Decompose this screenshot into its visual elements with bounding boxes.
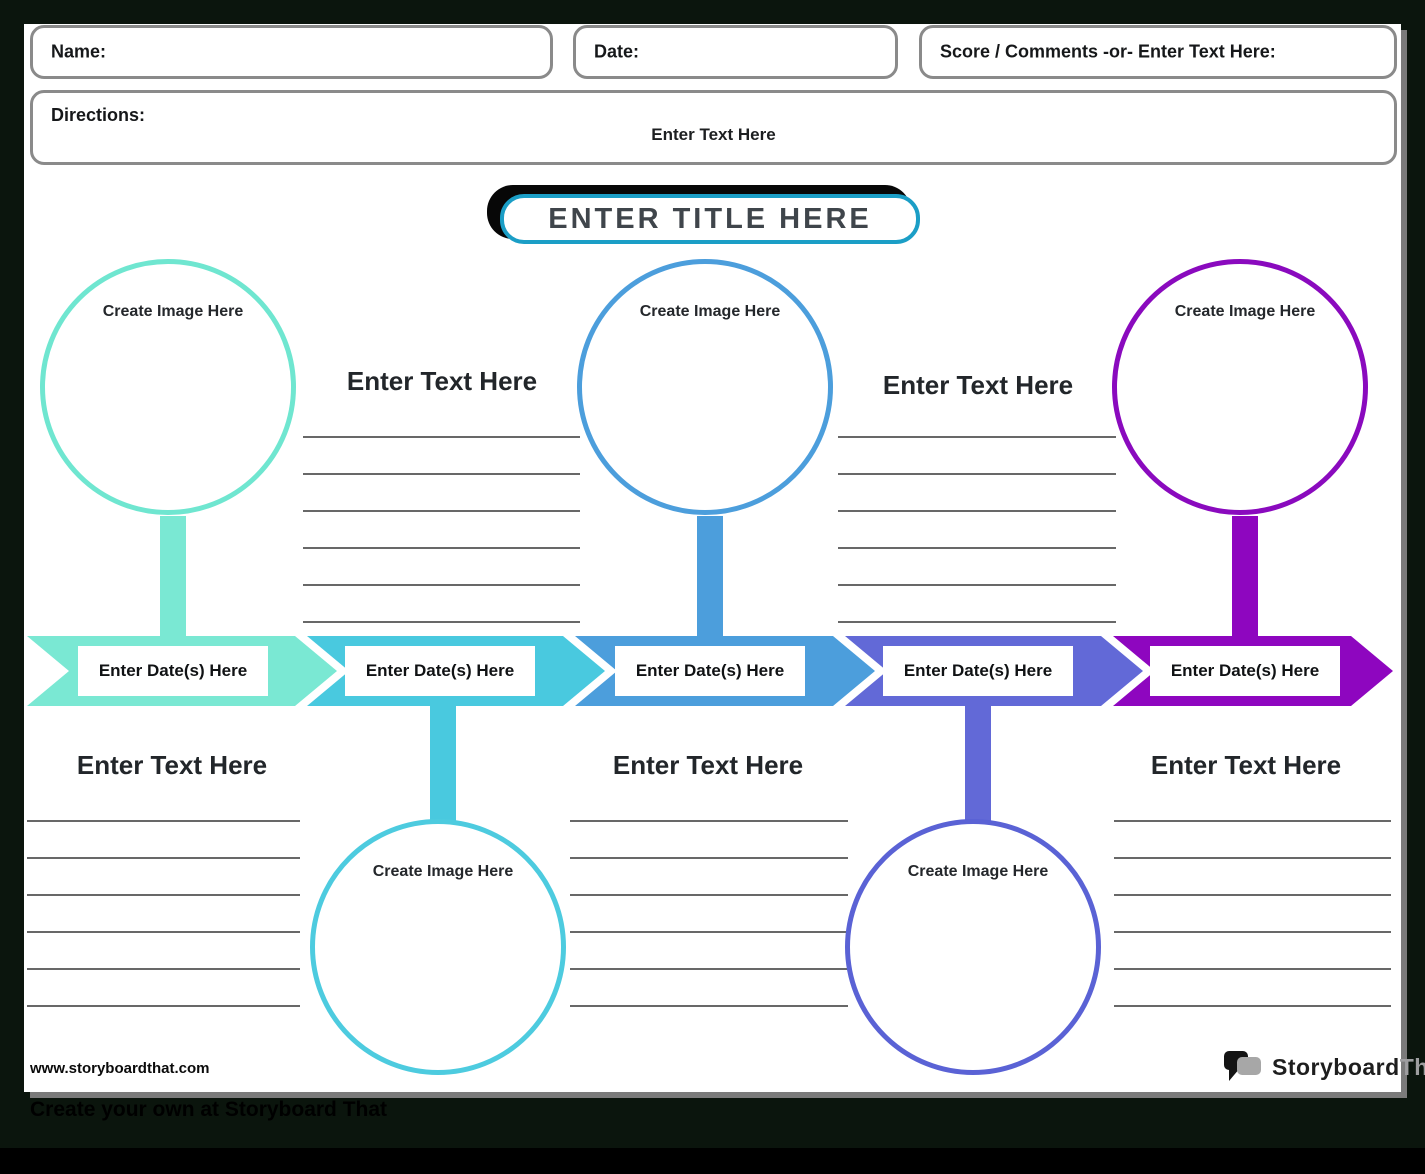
ruled-line [303, 510, 580, 512]
directions-placeholder[interactable]: Enter Text Here [651, 125, 776, 144]
speech-bubbles-icon [1224, 1051, 1261, 1081]
ruled-line [1114, 820, 1391, 822]
bottom-black-strip [0, 1148, 1425, 1174]
score-comments-label: Score / Comments -or- Enter Text Here: [940, 41, 1276, 62]
ruled-line [570, 931, 848, 933]
text-lines-top-left [303, 436, 580, 658]
text-lines-bottom-middle [570, 820, 848, 1042]
section-heading-top-right[interactable]: Enter Text Here [882, 370, 1074, 400]
image-placeholder-label[interactable]: Create Image Here [639, 303, 781, 320]
ruled-line [1114, 1005, 1391, 1007]
image-placeholder-label[interactable]: Create Image Here [372, 863, 514, 880]
ruled-line [303, 473, 580, 475]
ruled-line [1114, 968, 1391, 970]
date-box-4[interactable]: Enter Date(s) Here [883, 646, 1073, 696]
text-lines-bottom-right [1114, 820, 1391, 1042]
image-circle-4[interactable] [845, 819, 1101, 1075]
ruled-line [838, 584, 1116, 586]
image-placeholder-label[interactable]: Create Image Here [907, 863, 1049, 880]
image-circle-3[interactable] [577, 259, 833, 515]
ruled-line [303, 584, 580, 586]
ruled-line [303, 547, 580, 549]
score-comments-field[interactable]: Score / Comments -or- Enter Text Here: [919, 25, 1397, 79]
logo-text-that: That [1399, 1053, 1425, 1080]
date-box-3[interactable]: Enter Date(s) Here [615, 646, 805, 696]
ruled-line [570, 857, 848, 859]
ruled-line [570, 968, 848, 970]
section-heading-top-left[interactable]: Enter Text Here [346, 366, 538, 396]
date-field[interactable]: Date: [573, 25, 898, 79]
footer-tagline: Create your own at Storyboard That [30, 1098, 388, 1121]
date-label: Date: [594, 41, 640, 62]
ruled-line [27, 931, 300, 933]
name-label: Name: [51, 41, 107, 62]
ruled-line [838, 436, 1116, 438]
ruled-line [27, 1005, 300, 1007]
image-circle-5[interactable] [1112, 259, 1368, 515]
ruled-line [303, 621, 580, 623]
image-placeholder-label[interactable]: Create Image Here [1174, 303, 1316, 320]
ruled-line [570, 894, 848, 896]
image-placeholder-label[interactable]: Create Image Here [102, 303, 244, 320]
ruled-line [27, 857, 300, 859]
name-field[interactable]: Name: [30, 25, 553, 79]
text-lines-top-right [838, 436, 1116, 658]
date-box-1[interactable]: Enter Date(s) Here [78, 646, 268, 696]
ruled-line [838, 510, 1116, 512]
connector-stem-3 [697, 516, 723, 638]
connector-stem-5 [1232, 516, 1258, 638]
ruled-line [570, 820, 848, 822]
section-heading-bottom-middle[interactable]: Enter Text Here [612, 750, 804, 780]
ruled-line [27, 894, 300, 896]
connector-stem-1 [160, 516, 186, 638]
date-box-5[interactable]: Enter Date(s) Here [1150, 646, 1340, 696]
ruled-line [1114, 894, 1391, 896]
text-lines-bottom-left [27, 820, 300, 1042]
logo-text-storyboard: Storyboard [1272, 1053, 1400, 1080]
ruled-line [1114, 931, 1391, 933]
directions-label: Directions: [51, 105, 146, 125]
date-box-2[interactable]: Enter Date(s) Here [345, 646, 535, 696]
image-circle-1[interactable] [40, 259, 296, 515]
ruled-line [838, 473, 1116, 475]
ruled-line [27, 820, 300, 822]
ruled-line [303, 436, 580, 438]
image-circle-2[interactable] [310, 819, 566, 1075]
section-heading-bottom-right[interactable]: Enter Text Here [1150, 750, 1342, 780]
title-box[interactable]: ENTER TITLE HERE [500, 194, 920, 244]
ruled-line [838, 621, 1116, 623]
ruled-line [27, 968, 300, 970]
connector-stem-4 [965, 704, 991, 824]
ruled-line [570, 1005, 848, 1007]
ruled-line [1114, 857, 1391, 859]
section-heading-bottom-left[interactable]: Enter Text Here [76, 750, 268, 780]
ruled-line [838, 547, 1116, 549]
directions-field[interactable]: Directions: Enter Text Here [30, 90, 1397, 165]
connector-stem-2 [430, 704, 456, 824]
website-url: www.storyboardthat.com [30, 1060, 210, 1077]
